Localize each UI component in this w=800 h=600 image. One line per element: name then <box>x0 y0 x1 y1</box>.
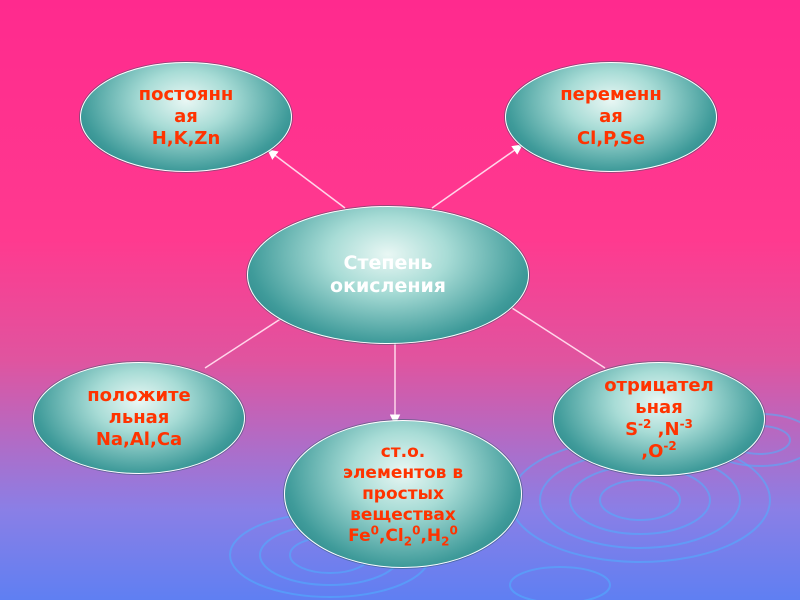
node-negative-formula-line2: ,O-2 <box>641 439 677 463</box>
oxygen-symbol: ,O <box>641 441 664 462</box>
node-variable-line1: переменн <box>560 84 662 105</box>
node-constant: постоянн ая H,K,Zn <box>80 62 292 172</box>
node-variable-examples: Cl,P,Se <box>576 128 646 149</box>
sulfur-oxidation: -2 <box>638 417 652 431</box>
node-variable-line2: ая <box>599 106 623 127</box>
hydrogen-symbol: ,H <box>420 525 442 546</box>
sulfur-symbol: S <box>625 419 639 440</box>
iron-symbol: Fe <box>348 525 371 546</box>
arrow-to-top-left <box>267 149 346 209</box>
iron-oxidation: 0 <box>370 522 379 537</box>
nitrogen-oxidation: -3 <box>679 417 693 431</box>
center-line1: Степень <box>343 252 433 274</box>
chlorine-oxidation: 0 <box>412 522 421 537</box>
line-to-bottom-right <box>511 307 606 369</box>
node-positive-examples: Na,Al,Ca <box>95 429 183 450</box>
node-positive: положите льная Na,Al,Ca <box>33 362 245 474</box>
node-positive-line1: положите <box>87 385 191 406</box>
node-constant-line2: ая <box>174 106 198 127</box>
node-constant-line1: постоянн <box>138 84 234 105</box>
node-oxidation-state: Степень окисления <box>247 206 529 344</box>
hydrogen-index: 2 <box>441 533 450 548</box>
node-variable: переменн ая Cl,P,Se <box>505 62 717 172</box>
line-to-bottom-left <box>204 317 283 369</box>
node-negative-line2: ьная <box>635 397 683 418</box>
node-positive-line2: льная <box>108 407 170 428</box>
node-simple-substances: ст.о. элементов в простых веществах Fe0,… <box>284 420 522 568</box>
simple-line1: ст.о. <box>380 441 426 462</box>
arrow-to-top-right <box>431 144 523 209</box>
center-line2: окисления <box>330 275 446 297</box>
simple-line2: элементов в <box>342 462 464 483</box>
node-negative: отрицател ьная S-2 ,N-3 ,O-2 <box>553 362 765 476</box>
node-constant-examples: H,K,Zn <box>151 128 221 149</box>
chlorine-symbol: ,Cl <box>378 525 404 546</box>
nitrogen-symbol: ,N <box>651 419 680 440</box>
oxygen-oxidation: -2 <box>663 439 677 453</box>
node-negative-line1: отрицател <box>604 375 714 396</box>
simple-line3: простых <box>362 483 444 504</box>
node-negative-formula-line1: S-2 ,N-3 <box>625 417 693 441</box>
chlorine-index: 2 <box>403 533 413 548</box>
simple-line4: веществах <box>350 504 456 525</box>
hydrogen-oxidation: 0 <box>449 522 458 537</box>
simple-formula: Fe0,Cl20,H20 <box>348 522 458 548</box>
